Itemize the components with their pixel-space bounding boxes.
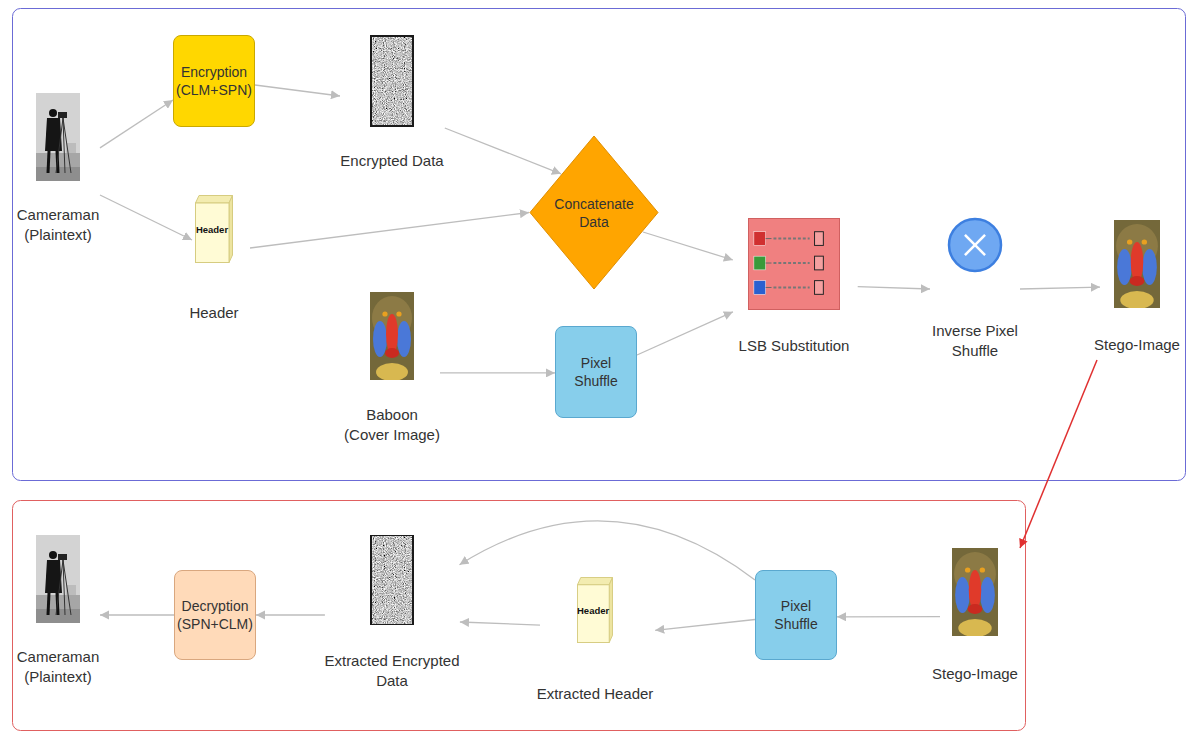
decision-diamond: Concatenate Data — [529, 135, 659, 290]
node-image — [370, 292, 414, 380]
node-image — [952, 548, 998, 636]
cross-stroke — [965, 235, 985, 255]
node-image — [370, 535, 414, 625]
connector — [440, 372, 555, 373]
box-text: Pixel Shuffle — [556, 354, 636, 390]
connector — [1020, 287, 1100, 289]
image-node: Stego-Image — [1087, 220, 1187, 360]
node-image — [36, 93, 80, 181]
connector — [445, 128, 561, 174]
image-node: Encrypted Data — [332, 35, 452, 175]
connector — [256, 614, 325, 615]
cross-stroke — [965, 235, 985, 255]
box-text: Encryption (CLM+SPN) — [174, 63, 254, 99]
lsb-detail-use — [754, 232, 823, 295]
node-label: Cameraman (Plaintext) — [8, 647, 108, 687]
connector — [100, 195, 192, 240]
node-image-use — [370, 535, 414, 625]
lsb-detail — [749, 219, 839, 309]
image-node: Extracted Encrypted Data — [317, 535, 467, 700]
node-label: Extracted Encrypted Data — [317, 651, 467, 691]
connector — [858, 287, 930, 289]
connector — [460, 521, 756, 580]
diamond-text: Concatenate Data — [546, 195, 642, 231]
node-image-use — [370, 292, 414, 380]
node-image-use — [1114, 220, 1160, 308]
node-label: Header — [164, 303, 264, 323]
connector — [250, 213, 529, 249]
diamond-text-holder: Concatenate Data — [546, 195, 642, 231]
process-box: Encryption (CLM+SPN) — [173, 35, 255, 127]
node-image — [370, 35, 414, 127]
node-image-use — [36, 93, 80, 181]
node-label: Stego-Image — [925, 664, 1025, 684]
node-label: Encrypted Data — [332, 151, 452, 171]
image-node: Cameraman (Plaintext) — [8, 93, 108, 258]
connector — [255, 85, 340, 96]
document-icon: Header — [577, 577, 613, 643]
circle-shape — [949, 219, 1001, 271]
node-image-use — [952, 548, 998, 636]
connector — [637, 312, 733, 355]
connector — [643, 232, 733, 260]
box-text: Decryption (SPN+CLM) — [175, 597, 255, 633]
connector — [100, 614, 174, 615]
document-icon: Header — [195, 195, 233, 263]
diamond-outline — [529, 135, 659, 290]
node-label: Stego-Image — [1087, 335, 1187, 355]
node-label: Inverse Pixel Shuffle — [915, 321, 1035, 361]
encoder-panel — [13, 9, 1186, 481]
node-label: Extracted Header — [525, 684, 665, 704]
process-box: Decryption (SPN+CLM) — [174, 570, 256, 660]
operation-circle: Inverse Pixel Shuffle — [915, 217, 1035, 367]
node-label: Cameraman (Plaintext) — [8, 205, 108, 245]
node-image-use — [36, 535, 80, 623]
decoder-panel — [13, 501, 1026, 731]
node-label: LSB Substitution — [729, 336, 859, 356]
connector — [460, 622, 540, 625]
process-box: Pixel Shuffle — [555, 326, 637, 418]
node-image-use — [370, 35, 414, 127]
image-node: Stego-Image — [925, 548, 1025, 688]
node-image — [36, 535, 80, 623]
icon-text: Header — [195, 224, 229, 236]
lsb-box: LSB Substitution — [729, 218, 859, 358]
header-document: HeaderHeader — [164, 195, 264, 325]
connector — [1020, 360, 1097, 548]
header-document: HeaderExtracted Header — [525, 577, 665, 707]
circle-symbol — [947, 217, 1003, 273]
node-label: Baboon (Cover Image) — [342, 405, 442, 445]
node-image — [1114, 220, 1160, 308]
icon-text: Header — [577, 605, 609, 617]
image-node: Baboon (Cover Image) — [342, 292, 442, 457]
document-shape-use — [577, 577, 612, 642]
diamond-shape — [530, 136, 658, 289]
lsb-panel — [748, 218, 840, 310]
image-node: Cameraman (Plaintext) — [8, 535, 108, 695]
connector — [655, 620, 755, 631]
connector — [100, 100, 173, 148]
connector — [837, 616, 940, 618]
document-shape-use — [196, 196, 233, 263]
process-box: Pixel Shuffle — [755, 570, 837, 660]
box-text: Pixel Shuffle — [756, 597, 836, 633]
